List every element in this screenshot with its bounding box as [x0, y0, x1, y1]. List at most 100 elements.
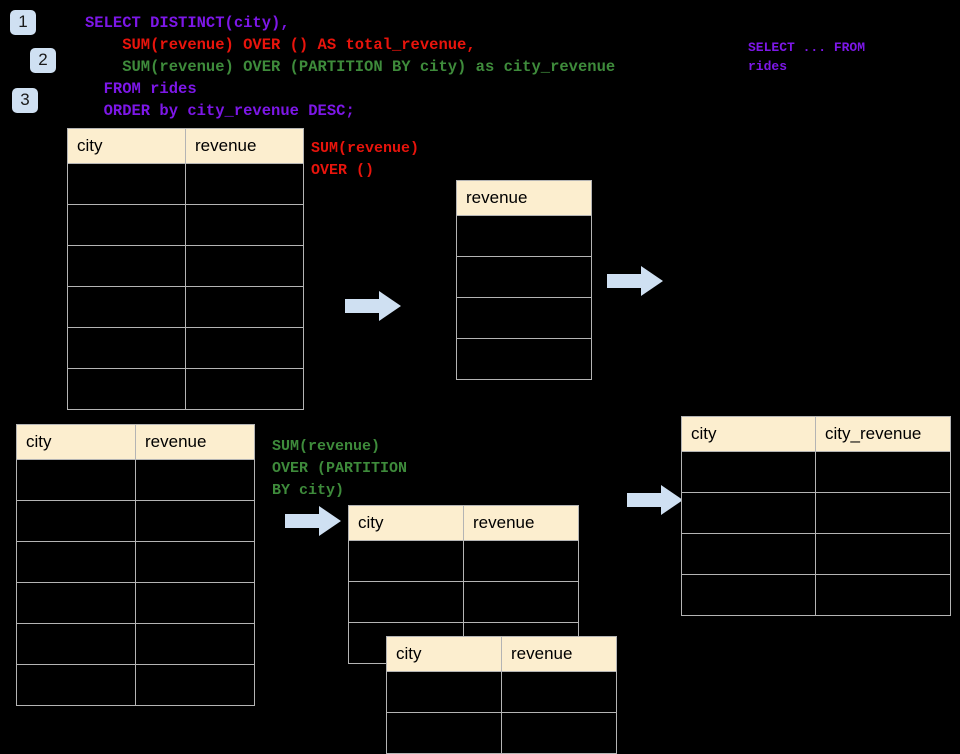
cell-revenue [185, 204, 304, 246]
table-row [16, 623, 255, 665]
cell-city [348, 581, 464, 623]
sql-side-note: SELECT ... FROM rides [748, 40, 866, 74]
cell-city [386, 671, 502, 713]
cell-city [67, 286, 186, 328]
step-badge-2: 2 [30, 48, 56, 73]
column-header-city: city [386, 636, 502, 672]
arrow-total-to-result [607, 266, 663, 296]
cell-city [16, 623, 136, 665]
cell-revenue [456, 338, 592, 380]
cell-revenue [501, 712, 617, 754]
column-header-city: city [681, 416, 816, 452]
city-revenue-result-table: city city_revenue [681, 416, 951, 616]
cell-city [67, 368, 186, 410]
sql-line-city-revenue: SUM(revenue) OVER (PARTITION BY city) as… [85, 58, 616, 76]
cell-city-revenue [815, 451, 951, 493]
column-header-city: city [348, 505, 464, 541]
column-header-revenue: revenue [456, 180, 592, 216]
cell-revenue [135, 664, 255, 706]
cell-revenue [135, 623, 255, 665]
table-row [681, 574, 951, 616]
cell-city [67, 204, 186, 246]
table-row [681, 533, 951, 575]
table-row [348, 540, 579, 582]
table-row [16, 664, 255, 706]
diagram-canvas: 1 2 3 SELECT DISTINCT(city), SUM(revenue… [10, 10, 951, 754]
cell-revenue [463, 581, 579, 623]
table-row [456, 338, 592, 380]
sql-line-total-revenue: SUM(revenue) OVER () AS total_revenue, [85, 36, 476, 54]
table-row [67, 327, 304, 369]
table-row [16, 459, 255, 501]
table-header-row: city city_revenue [681, 416, 951, 452]
table-row [456, 256, 592, 298]
table-row [67, 368, 304, 410]
table-row [681, 451, 951, 493]
cell-city [681, 492, 816, 534]
sql-line-select: SELECT DISTINCT(city), [85, 14, 290, 32]
step-badge-1: 1 [10, 10, 36, 35]
cell-city [16, 664, 136, 706]
table-row [67, 286, 304, 328]
cell-revenue [135, 541, 255, 583]
table-header-row: city revenue [67, 128, 304, 164]
cell-revenue [185, 368, 304, 410]
table-row [386, 671, 617, 713]
table-row [16, 582, 255, 624]
step-badge-3: 3 [12, 88, 38, 113]
cell-revenue [135, 459, 255, 501]
table-header-row: city revenue [386, 636, 617, 672]
table-row [681, 492, 951, 534]
cell-revenue [456, 297, 592, 339]
table-row [67, 163, 304, 205]
cell-city [16, 459, 136, 501]
cell-revenue [456, 256, 592, 298]
table-row [456, 215, 592, 257]
cell-city [67, 327, 186, 369]
partition-group-table-front: city revenue [386, 636, 617, 754]
table-header-row: city revenue [16, 424, 255, 460]
cell-revenue [501, 671, 617, 713]
table-row [16, 500, 255, 542]
annotation-total-revenue: SUM(revenue) OVER () [311, 140, 420, 179]
table-row [67, 204, 304, 246]
cell-revenue [185, 245, 304, 287]
cell-city [681, 533, 816, 575]
cell-city [16, 500, 136, 542]
cell-revenue [456, 215, 592, 257]
arrow-partition-to-result [627, 485, 683, 515]
column-header-city-revenue: city_revenue [815, 416, 951, 452]
cell-revenue [135, 500, 255, 542]
arrow-source-to-partition [285, 506, 341, 536]
column-header-revenue: revenue [501, 636, 617, 672]
cell-city [681, 574, 816, 616]
cell-city [67, 245, 186, 287]
cell-revenue [463, 540, 579, 582]
annotation-city-revenue: SUM(revenue) OVER (PARTITION BY city) [272, 438, 408, 499]
cell-revenue [185, 286, 304, 328]
arrow-source-to-total [345, 291, 401, 321]
rides-source-table: city revenue [67, 128, 304, 410]
cell-city [681, 451, 816, 493]
cell-city-revenue [815, 574, 951, 616]
rides-source-table-2: city revenue [16, 424, 255, 706]
table-row [67, 245, 304, 287]
cell-city [67, 163, 186, 205]
column-header-city: city [67, 128, 186, 164]
table-row [348, 581, 579, 623]
table-header-row: city revenue [348, 505, 579, 541]
column-header-city: city [16, 424, 136, 460]
sql-line-from: FROM rides [85, 80, 197, 98]
cell-city [16, 582, 136, 624]
cell-city [386, 712, 502, 754]
column-header-revenue: revenue [463, 505, 579, 541]
table-row [386, 712, 617, 754]
table-row [16, 541, 255, 583]
total-revenue-table: revenue [456, 180, 592, 380]
cell-city-revenue [815, 533, 951, 575]
cell-city [16, 541, 136, 583]
column-header-revenue: revenue [135, 424, 255, 460]
cell-city-revenue [815, 492, 951, 534]
cell-revenue [185, 163, 304, 205]
cell-city [348, 540, 464, 582]
